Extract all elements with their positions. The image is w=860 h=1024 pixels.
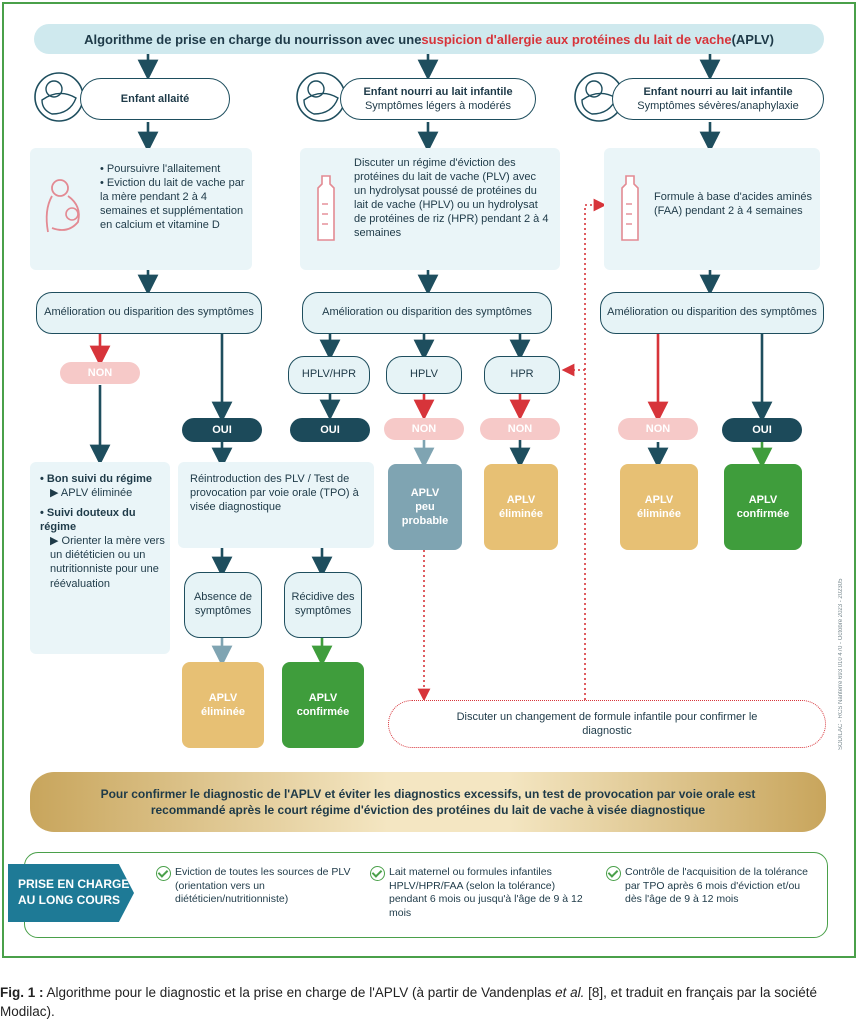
instructions-mild: Discuter un régime d'éviction des protéi…: [300, 148, 560, 270]
long-term-item: Eviction de toutes les sources de PLV (o…: [156, 866, 360, 907]
followup-good-item: ▶ APLV éliminée: [50, 487, 133, 500]
breastfeeding-mother-icon: [45, 179, 80, 233]
non-label: NON: [645, 423, 671, 435]
header-formula-severe: Enfant nourri au lait infantile Symptôme…: [612, 78, 824, 120]
instruction-amino-acid-formula: Formule à base d'acides aminés (FAA) pen…: [654, 191, 813, 218]
absence-symptoms-label: Absence de symptômes: [193, 591, 253, 617]
caption-etal: et al.: [555, 985, 585, 1000]
result-aplv-eliminated-reintro: APLV éliminée: [182, 662, 264, 748]
long-term-item: Contrôle de l'acquisition de la toléranc…: [606, 866, 818, 907]
non-label: NON: [87, 367, 113, 379]
long-term-item-text: Eviction de toutes les sources de PLV (o…: [175, 866, 351, 906]
branch-hplv-hpr-label: HPLV/HPR: [301, 368, 357, 381]
branch-hplv: HPLV: [386, 356, 462, 394]
non-tag-hplv: NON: [384, 418, 464, 440]
check-circle-icon: [156, 866, 171, 881]
header-mild-line1: Enfant nourri au lait infantile: [363, 85, 513, 98]
result-aplv-unlikely: APLV peu probable: [388, 464, 462, 550]
branch-hplv-label: HPLV: [410, 368, 438, 381]
oui-tag-severe: OUI: [722, 418, 802, 442]
formula-change-note: Discuter un changement de formule infant…: [388, 700, 826, 748]
branch-hpr: HPR: [484, 356, 560, 394]
evaluation-breastfed-label: Amélioration ou disparition des symptôme…: [44, 306, 254, 319]
oui-tag-breastfed: OUI: [182, 418, 262, 442]
long-term-item-text: Lait maternel ou formules infantiles HPL…: [389, 866, 583, 919]
followup-good-title: Bon suivi du régime: [40, 472, 166, 486]
followup-doubt-item: ▶ Orienter la mère vers un diététicien o…: [50, 535, 165, 590]
reintroduction-box: Réintroduction des PLV / Test de provoca…: [178, 462, 374, 548]
check-circle-icon: [370, 866, 385, 881]
oui-label: OUI: [320, 424, 340, 436]
caption-label: Fig. 1 :: [0, 985, 44, 1000]
long-term-label: PRISE EN CHARGE AU LONG COURS: [8, 864, 134, 922]
non-label: NON: [507, 423, 533, 435]
title-text: Algorithme de prise en charge du nourris…: [84, 31, 422, 47]
header-breastfed-label: Enfant allaité: [120, 92, 190, 105]
non-tag-hpr: NON: [480, 418, 560, 440]
figure-caption: Fig. 1 : Algorithme pour le diagnostic e…: [0, 984, 860, 1022]
result-aplv-confirmed-severe: APLV confirmée: [724, 464, 802, 550]
long-term-item-text: Contrôle de l'acquisition de la toléranc…: [625, 866, 808, 906]
algorithm-title: Algorithme de prise en charge du nourris…: [34, 24, 824, 54]
followup-doubt-title: Suivi douteux du régime: [40, 506, 166, 534]
caption-text-end: [8], et traduit en français par la socié…: [0, 985, 818, 1019]
instructions-breastfed: Poursuivre l'allaitement Eviction du lai…: [30, 148, 252, 270]
header-severe-line1: Enfant nourri au lait infantile: [643, 85, 793, 98]
diagnosis-banner: Pour confirmer le diagnostic de l'APLV e…: [30, 772, 826, 832]
diagnosis-banner-text: Pour confirmer le diagnostic de l'APLV e…: [100, 786, 756, 817]
formula-change-text: Discuter un changement de formule infant…: [456, 710, 758, 737]
evaluation-severe: Amélioration ou disparition des symptôme…: [600, 292, 824, 334]
non-label: NON: [411, 423, 437, 435]
baby-bottle-icon: [317, 175, 335, 241]
instruction-eviction-hydrolysate: Discuter un régime d'éviction des protéi…: [354, 157, 549, 240]
header-formula-mild: Enfant nourri au lait infantile Symptôme…: [340, 78, 536, 120]
header-severe-line2: Symptômes sévères/anaphylaxie: [637, 100, 799, 112]
baby-bottle-icon: [621, 175, 639, 241]
branch-hpr-label: HPR: [510, 368, 534, 381]
result-aplv-eliminated-severe: APLV éliminée: [620, 464, 698, 550]
recidive-symptoms-label: Récidive des symptômes: [291, 591, 355, 617]
reintroduction-text: Réintroduction des PLV / Test de provoca…: [190, 473, 359, 514]
oui-label: OUI: [752, 424, 772, 436]
instruction-eviction-mother: Eviction du lait de vache par la mère pe…: [100, 176, 250, 232]
result-aplv-eliminated-hpr: APLV éliminée: [484, 464, 558, 550]
branch-hplv-hpr: HPLV/HPR: [288, 356, 370, 394]
header-mild-line2: Symptômes légers à modérés: [364, 100, 512, 112]
evaluation-mild-label: Amélioration ou disparition des symptôme…: [322, 306, 532, 319]
oui-tag-mild: OUI: [290, 418, 370, 442]
non-tag-breastfed: NON: [60, 362, 140, 384]
oui-label: OUI: [212, 424, 232, 436]
header-breastfed: Enfant allaité: [80, 78, 230, 120]
followup-good-text: APLV éliminée: [60, 487, 133, 500]
long-term-panel: [24, 852, 828, 938]
instruction-continue-breastfeeding: Poursuivre l'allaitement: [100, 162, 250, 176]
check-circle-icon: [606, 866, 621, 881]
evaluation-mild: Amélioration ou disparition des symptôme…: [302, 292, 552, 334]
title-suffix: (APLV): [731, 31, 774, 47]
recidive-symptoms-node: Récidive des symptômes: [284, 572, 362, 638]
result-aplv-confirmed-reintro: APLV confirmée: [282, 662, 364, 748]
title-highlight: suspicion d'allergie aux protéines du la…: [421, 31, 732, 47]
followup-box: Bon suivi du régime ▶ APLV éliminée Suiv…: [30, 462, 170, 654]
absence-symptoms-node: Absence de symptômes: [184, 572, 262, 638]
swaddled-baby-icon: [34, 72, 84, 122]
long-term-item: Lait maternel ou formules infantiles HPL…: [370, 866, 592, 921]
side-reference-note: SODILAC - RCS Nanterre 693 010 470 - Oct…: [838, 578, 844, 750]
flowchart-connectors: [89, 52, 773, 702]
followup-doubt-text: Orienter la mère vers un diététicien ou …: [50, 535, 165, 590]
evaluation-breastfed: Amélioration ou disparition des symptôme…: [36, 292, 262, 334]
caption-text: Algorithme pour le diagnostic et la pris…: [43, 985, 556, 1000]
evaluation-severe-label: Amélioration ou disparition des symptôme…: [607, 306, 817, 319]
instructions-severe: Formule à base d'acides aminés (FAA) pen…: [604, 148, 820, 270]
non-tag-severe: NON: [618, 418, 698, 440]
long-term-label-text: PRISE EN CHARGE AU LONG COURS: [18, 877, 130, 907]
